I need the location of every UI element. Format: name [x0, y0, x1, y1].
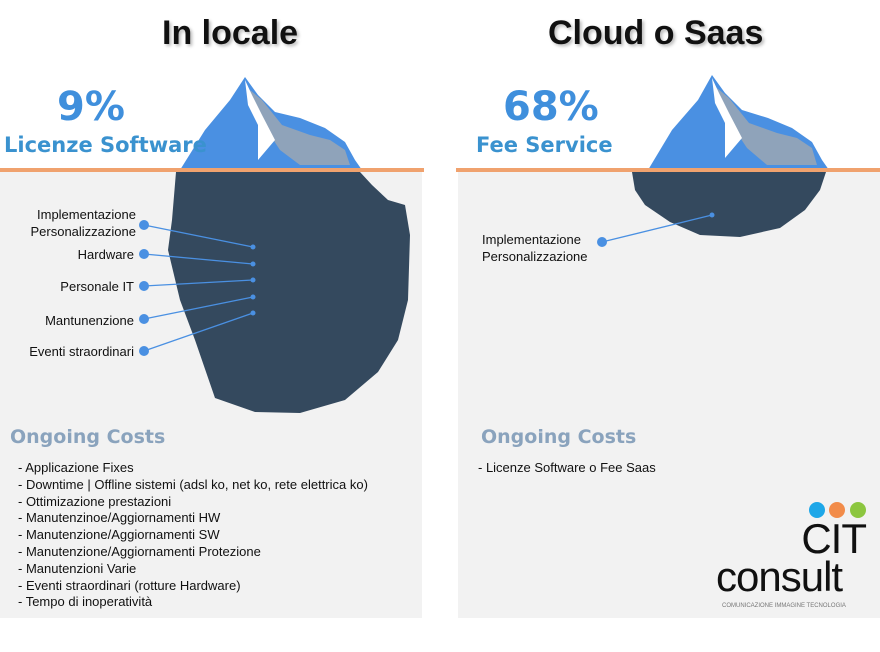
left-water-line	[0, 168, 424, 172]
list-item: - Manutenzione/Aggiornamenti SW	[18, 527, 220, 543]
right-ongoing-list: - Licenze Software o Fee Saas	[478, 460, 656, 477]
list-item: - Ottimizazione prestazioni	[18, 493, 172, 509]
left-ongoing-title: Ongoing Costs	[10, 426, 166, 448]
list-item: - Applicazione Fixes	[18, 460, 134, 475]
right-title: Cloud o Saas	[548, 14, 764, 52]
list-item: - Manutenzinoe/Aggiornamenti HW	[18, 510, 221, 526]
left-iceberg-underwater	[168, 172, 410, 413]
logo-consult: consult	[716, 553, 843, 600]
label-hardware: Hardware	[77, 247, 134, 262]
list-item: - Manutenzione/Aggiornamenti Protezione	[18, 543, 261, 559]
label-line: Personalizzazione	[30, 224, 136, 239]
right-iceberg-underwater	[632, 172, 826, 237]
list-item: - Downtime | Offline sistemi (adsl ko, n…	[18, 476, 368, 492]
label-line: Implementazione	[37, 207, 136, 222]
logo-cit: CIT	[801, 515, 867, 562]
label-personale-it: Personale IT	[60, 279, 134, 294]
label-line: Implementazione	[482, 232, 581, 247]
right-ongoing-title: Ongoing Costs	[481, 426, 637, 448]
left-subtitle: Licenze Software	[4, 133, 207, 157]
list-item: - Licenze Software o Fee Saas	[478, 460, 656, 475]
right-percent: 68%	[503, 84, 599, 130]
left-percent: 9%	[57, 84, 125, 130]
left-ongoing-list: - Applicazione Fixes - Downtime | Offlin…	[18, 460, 368, 611]
list-item: - Tempo di inoperatività	[18, 594, 153, 610]
left-title: In locale	[162, 14, 299, 52]
logo-tagline: COMUNICAZIONE IMMAGINE TECNOLOGIA	[722, 603, 846, 609]
right-water-line	[456, 168, 880, 172]
right-subtitle: Fee Service	[476, 133, 613, 157]
list-item: - Eventi straordinari (rotture Hardware)	[18, 577, 241, 593]
logo-dots	[809, 502, 866, 523]
label-eventi: Eventi straordinari	[29, 344, 134, 359]
right-panel	[458, 171, 880, 618]
label-line: Personalizzazione	[482, 249, 588, 264]
list-item: - Manutenzioni Varie	[18, 560, 137, 576]
label-manutenzione: Mantunenzione	[45, 313, 134, 328]
